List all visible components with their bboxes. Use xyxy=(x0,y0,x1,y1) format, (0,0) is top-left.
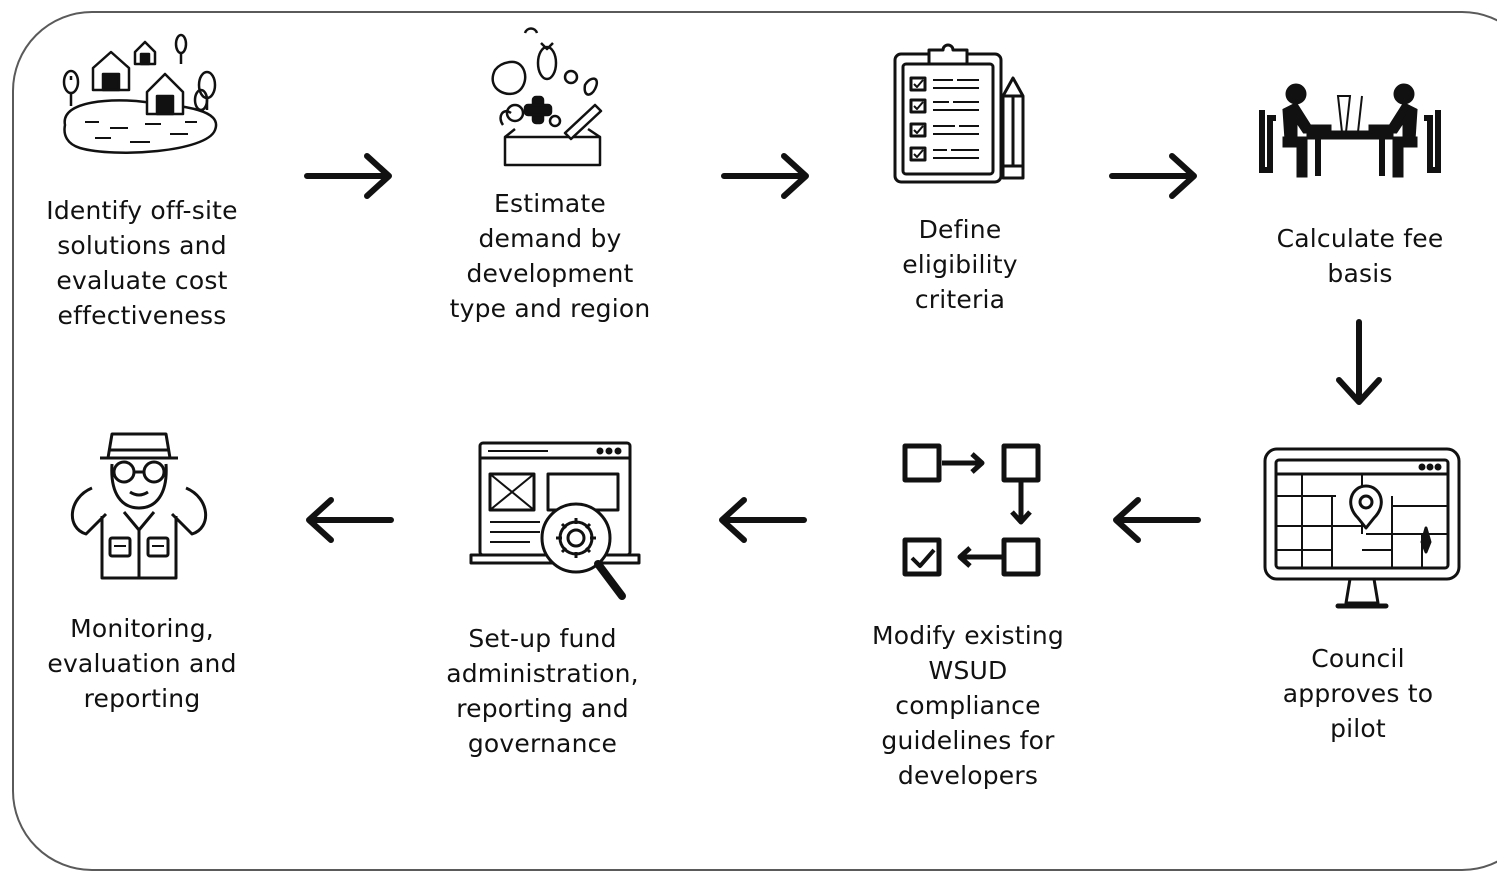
monitor-map-icon xyxy=(1262,446,1462,616)
step-label-modify: Modify existing WSUD compliance guidelin… xyxy=(872,621,1064,790)
meeting-table-icon xyxy=(1258,80,1443,182)
process-flow-icon xyxy=(900,440,1048,585)
arrow-right-icon xyxy=(721,152,812,202)
browser-gear-search-icon xyxy=(468,440,643,610)
explorer-binoculars-icon xyxy=(62,428,217,583)
step-label-monitoring: Monitoring, evaluation and reporting xyxy=(47,614,237,713)
arrow-left-icon xyxy=(1112,496,1202,546)
arrow-left-icon xyxy=(305,496,395,546)
step-label-council: Council approves to pilot xyxy=(1282,644,1434,743)
arrow-left-icon xyxy=(718,496,808,546)
step-label-define: Define eligibility criteria xyxy=(902,215,1018,314)
step-label-calculate: Calculate fee basis xyxy=(1276,224,1444,288)
produce-box-icon xyxy=(485,25,605,170)
step-label-identify: Identify off-site solutions and evaluate… xyxy=(46,196,238,330)
step-label-setup: Set-up fund administration, reporting an… xyxy=(446,624,639,758)
step-label-estimate: Estimate demand by development type and … xyxy=(449,189,651,323)
village-lake-icon xyxy=(55,30,230,160)
arrow-right-icon xyxy=(1109,152,1200,202)
arrow-right-icon xyxy=(304,152,395,202)
arrow-down-icon xyxy=(1335,319,1385,410)
clipboard-checklist-icon xyxy=(893,38,1038,186)
